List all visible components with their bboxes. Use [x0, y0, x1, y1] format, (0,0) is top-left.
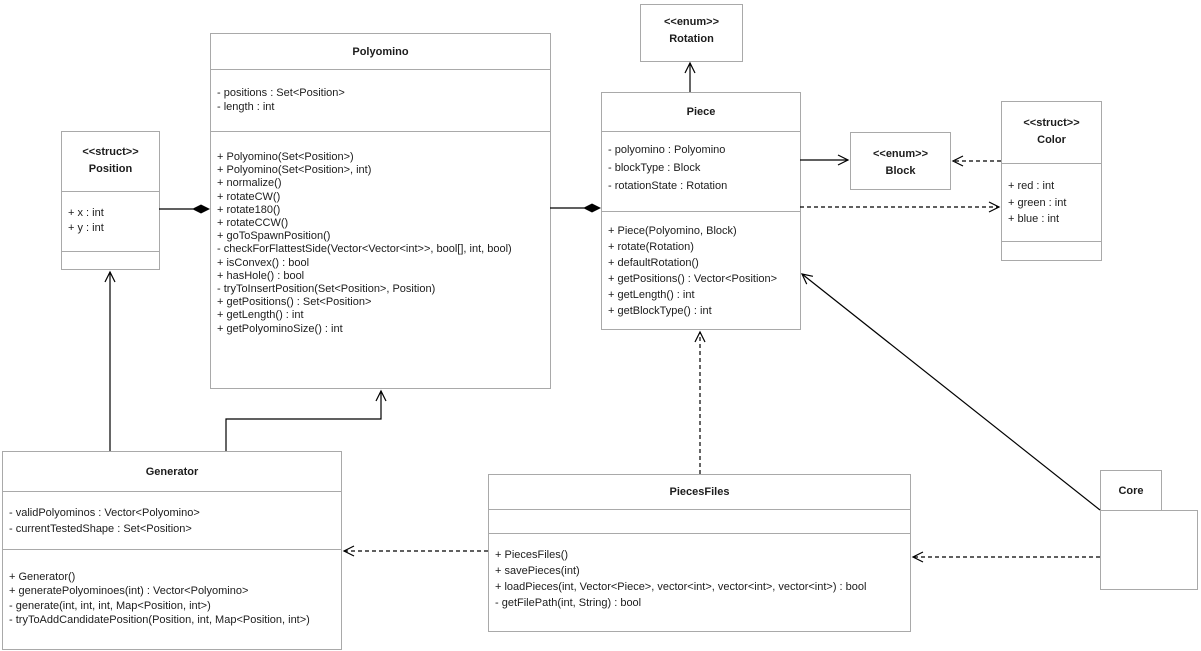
- member-line: + rotate180(): [217, 203, 281, 216]
- composition-diamond-icon: [192, 204, 210, 214]
- struct-color-name: Color: [1037, 134, 1066, 146]
- connector-generator-polyomino: [225, 389, 387, 451]
- member-line: - getFilePath(int, String) : bool: [495, 597, 642, 609]
- package-core-name: Core: [1118, 485, 1144, 497]
- struct-color-title: <<struct>> Color: [1002, 102, 1101, 163]
- class-generator: Generator - validPolyominos : Vector<Pol…: [2, 451, 342, 650]
- member-line: - generate(int, int, int, Map<Position, …: [9, 599, 211, 612]
- member-line: - polyomino : Polyomino: [608, 144, 726, 156]
- enum-rotation: <<enum>> Rotation: [640, 4, 743, 62]
- member-line: + getPositions() : Vector<Position>: [608, 273, 778, 285]
- member-line: + blue : int: [1008, 213, 1060, 225]
- class-polyomino-attributes: - positions : Set<Position> - length : in…: [211, 69, 550, 131]
- package-core-tab: Core: [1100, 470, 1162, 511]
- member-line: + loadPieces(int, Vector<Piece>, vector<…: [495, 581, 867, 593]
- member-line: + rotate(Rotation): [608, 241, 694, 253]
- struct-color-empty-section: [1002, 241, 1101, 260]
- composition-diamond-icon: [583, 203, 601, 213]
- class-position: <<struct>> Position + x : int + y : int: [61, 131, 160, 270]
- enum-rotation-name: Rotation: [669, 33, 714, 45]
- member-line: + Generator(): [9, 571, 76, 583]
- member-line: - tryToAddCandidatePosition(Position, in…: [9, 613, 310, 626]
- member-line: + Polyomino(Set<Position>, int): [217, 164, 372, 177]
- class-piece: Piece - polyomino : Polyomino - blockType…: [601, 92, 801, 330]
- class-piece-title: Piece: [686, 106, 716, 118]
- enum-rotation-stereotype: <<enum>>: [663, 16, 720, 28]
- member-line: + isConvex() : bool: [217, 256, 310, 269]
- package-core-body: [1100, 510, 1198, 590]
- class-position-name: Position: [88, 163, 133, 175]
- class-piecesfiles-attributes: [489, 509, 910, 533]
- member-line: + rotateCW(): [217, 190, 281, 203]
- member-line: - blockType : Block: [608, 162, 701, 174]
- class-piecesfiles: PiecesFiles + PiecesFiles() + savePieces(…: [488, 474, 911, 632]
- member-line: + green : int: [1008, 196, 1067, 209]
- member-line: + getLength() : int: [217, 309, 304, 322]
- member-line: - currentTestedShape : Set<Position>: [9, 523, 192, 535]
- member-line: - checkForFlattestSide(Vector<Vector<int…: [217, 243, 512, 256]
- member-line: + savePieces(int): [495, 565, 580, 577]
- class-piece-methods: + Piece(Polyomino, Block) + rotate(Rotati…: [602, 211, 800, 329]
- member-line: - validPolyominos : Vector<Polyomino>: [9, 507, 200, 519]
- class-position-attributes: + x : int + y : int: [62, 191, 159, 251]
- member-line: + getPositions() : Set<Position>: [217, 296, 372, 309]
- member-line: + rotateCCW(): [217, 217, 289, 230]
- enum-block-name: Block: [885, 165, 916, 177]
- member-line: - tryToInsertPosition(Set<Position>, Pos…: [217, 283, 436, 296]
- struct-color: <<struct>> Color + red : int + green : in…: [1001, 101, 1102, 261]
- enum-block-title: <<enum>> Block: [851, 133, 950, 189]
- member-line: - rotationState : Rotation: [608, 180, 728, 192]
- struct-color-stereotype: <<struct>>: [1023, 117, 1080, 129]
- class-polyomino-title: Polyomino: [352, 45, 409, 58]
- composition-piece-polyomino: [550, 203, 601, 213]
- member-line: + y : int: [68, 222, 104, 234]
- member-line: + hasHole() : bool: [217, 269, 305, 282]
- class-piecesfiles-title: PiecesFiles: [669, 486, 730, 498]
- enum-block-stereotype: <<enum>>: [872, 148, 929, 160]
- class-generator-attributes: - validPolyominos : Vector<Polyomino> - c…: [3, 491, 341, 549]
- composition-polyomino-position: [159, 204, 210, 214]
- member-line: + red : int: [1008, 180, 1055, 192]
- class-polyomino: Polyomino - positions : Set<Position> - l…: [210, 33, 551, 389]
- class-generator-title: Generator: [145, 465, 199, 478]
- member-line: - positions : Set<Position>: [217, 87, 345, 99]
- member-line: + goToSpawnPosition(): [217, 230, 331, 243]
- class-position-empty-section: [62, 251, 159, 269]
- member-line: + PiecesFiles(): [495, 549, 569, 561]
- class-position-title: <<struct>> Position: [62, 132, 159, 191]
- member-line: + normalize(): [217, 177, 282, 190]
- member-line: + x : int: [68, 207, 104, 219]
- member-line: + Polyomino(Set<Position>): [217, 151, 354, 163]
- member-line: + getLength() : int: [608, 289, 695, 301]
- enum-block: <<enum>> Block: [850, 132, 951, 190]
- member-line: + generatePolyominoes(int) : Vector<Poly…: [9, 585, 249, 598]
- class-generator-methods: + Generator() + generatePolyominoes(int) …: [3, 549, 341, 649]
- enum-rotation-title: <<enum>> Rotation: [641, 5, 742, 61]
- member-line: - length : int: [217, 101, 275, 113]
- class-piecesfiles-methods: + PiecesFiles() + savePieces(int) + loadPi…: [489, 533, 910, 631]
- member-line: + defaultRotation(): [608, 257, 699, 269]
- class-piece-attributes: - polyomino : Polyomino - blockType : Blo…: [602, 131, 800, 211]
- member-line: + Piece(Polyomino, Block): [608, 225, 737, 237]
- class-position-stereotype: <<struct>>: [82, 146, 139, 158]
- member-line: + getPolyominoSize() : int: [217, 322, 343, 335]
- member-line: + getBlockType() : int: [608, 305, 712, 317]
- struct-color-attributes: + red : int + green : int + blue : int: [1002, 163, 1101, 241]
- class-polyomino-methods: + Polyomino(Set<Position>)+ Polyomino(Se…: [211, 131, 550, 388]
